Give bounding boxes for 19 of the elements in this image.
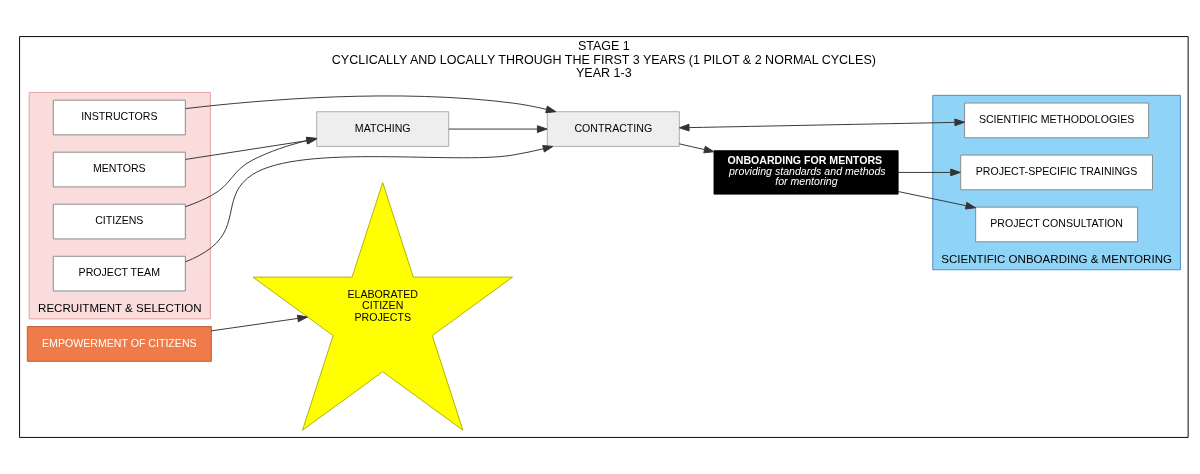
node-box: MATCHING [316, 111, 450, 147]
arrow [678, 143, 715, 154]
node-box: MENTORS [52, 151, 186, 188]
node-box: PROJECT-SPECIFIC TRAININGS [960, 154, 1153, 191]
arrow [210, 314, 308, 332]
arrow [678, 118, 965, 132]
node-box: PROJECT CONSULTATION [975, 206, 1139, 243]
arrow [897, 168, 961, 177]
arrow [185, 95, 557, 114]
node-box: EMPOWERMENT OF CITIZENS [26, 326, 212, 362]
arrow [897, 191, 977, 210]
node-box: PROJECT TEAM [52, 255, 186, 292]
node-box: CONTRACTING [546, 111, 680, 147]
arrow [185, 145, 554, 263]
node-box: ONBOARDING FOR MENTORS providing standards and methods for mentoring [713, 150, 899, 195]
node-box: INSTRUCTORS [52, 99, 186, 136]
node-box: SCIENTIFIC METHODOLOGIES [964, 102, 1150, 139]
arrow [448, 125, 548, 133]
node-box: CITIZENS [52, 203, 186, 240]
